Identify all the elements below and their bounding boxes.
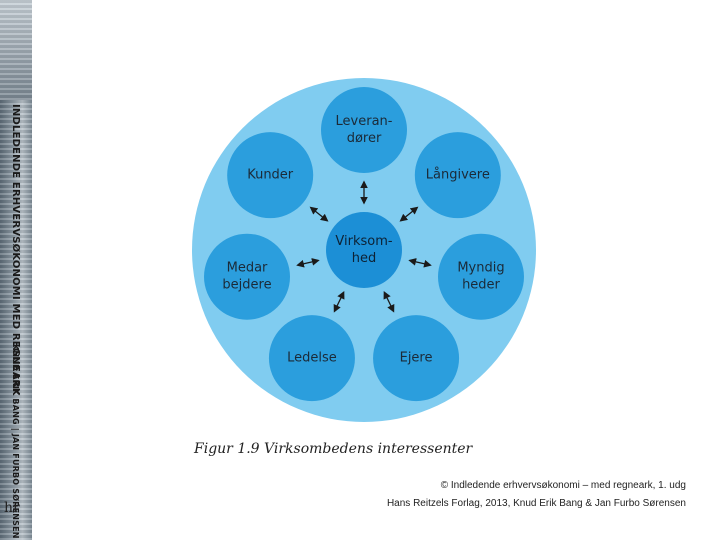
double-arrow — [399, 206, 419, 222]
copyright-line-2: Hans Reitzels Forlag, 2013, Knud Erik Ba… — [386, 498, 686, 509]
stakeholder-node: Leveran-dører — [321, 87, 407, 173]
stakeholder-label: Myndig — [457, 261, 504, 276]
stakeholder-node: Kunder — [227, 132, 314, 219]
double-arrow — [383, 290, 395, 313]
stakeholder-label: dører — [347, 131, 382, 146]
stakeholder-node: Ledelse — [268, 315, 355, 402]
stakeholder-circle — [204, 233, 291, 320]
stakeholder-label: Ejere — [400, 351, 433, 366]
double-arrow — [309, 206, 329, 222]
company-label: hed — [352, 251, 377, 266]
company-label: Virksom- — [335, 234, 392, 249]
publisher-logo: hr — [4, 500, 20, 516]
stakeholder-label: Ledelse — [287, 351, 337, 366]
arrows-layer — [296, 180, 432, 313]
copyright-line-1: © Indledende erhvervsøkonomi – med regne… — [440, 480, 686, 491]
book-cover-strip: INDLEDENDE ERHVERVSØKONOMI MED REGNEARK … — [0, 0, 32, 540]
cover-pattern — [0, 0, 32, 540]
stakeholder-circle — [227, 132, 314, 219]
stakeholder-circle — [437, 233, 524, 320]
center-layer: Virksom-hed — [326, 212, 402, 288]
stakeholder-label: Långivere — [426, 168, 490, 183]
stakeholder-label: Medar — [227, 261, 268, 276]
stakeholder-circle — [321, 87, 407, 173]
stakeholder-node: Långivere — [414, 132, 501, 219]
stakeholder-node: Myndig heder — [437, 233, 524, 320]
copyright-notice: © Indledende erhvervsøkonomi – med regne… — [387, 477, 686, 513]
stakeholder-label: Leveran- — [336, 114, 393, 129]
double-arrow — [333, 290, 345, 313]
stakeholder-circle — [373, 315, 460, 402]
stakeholder-label: bejdere — [222, 278, 271, 293]
figure-caption: Figur 1.9 Virksombedens interessenter — [194, 441, 473, 457]
stakeholder-node: Medar bejdere — [204, 233, 291, 320]
stakeholder-circle — [268, 315, 355, 402]
double-arrow — [296, 258, 320, 268]
stakeholder-circle — [414, 132, 501, 219]
cover-band — [0, 0, 32, 100]
double-arrow — [408, 258, 432, 268]
stakeholder-label: Kunder — [247, 168, 294, 183]
company-circle — [326, 212, 402, 288]
stakeholder-label: heder — [462, 278, 500, 293]
stakeholder-node: Ejere — [373, 315, 460, 402]
